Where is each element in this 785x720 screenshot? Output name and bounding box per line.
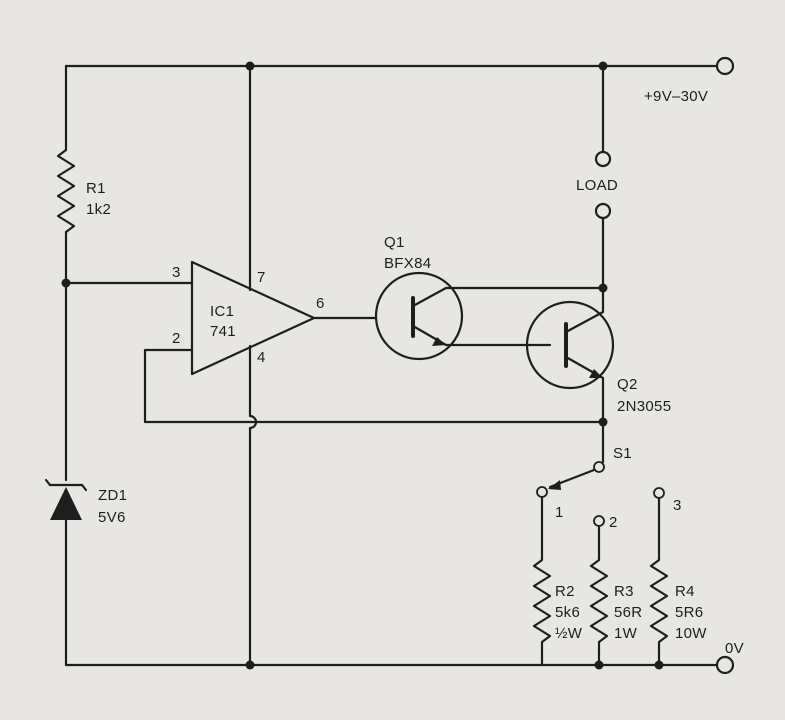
ground-rail: [64, 655, 735, 675]
r2-rating: ½W: [555, 625, 583, 642]
r4-name: R4: [675, 583, 695, 600]
r4-rating: 10W: [675, 625, 707, 642]
s1-pos3: 3: [673, 497, 682, 514]
q1-name: Q1: [384, 234, 405, 251]
zd1-value: 5V6: [98, 509, 126, 526]
load-terminal-bottom[interactable]: [594, 202, 612, 220]
s1-pos1: 1: [555, 504, 564, 521]
s1-contact-2[interactable]: [593, 515, 605, 527]
r4-value: 5R6: [675, 604, 703, 621]
ic1-pin3: 3: [172, 264, 181, 281]
resistor-r4: R4 5R6 10W: [649, 496, 707, 667]
r1-name: R1: [86, 180, 106, 197]
load: LOAD: [576, 64, 618, 290]
ground-terminal[interactable]: [715, 655, 735, 675]
r3-name: R3: [614, 583, 634, 600]
ic1-part: 741: [210, 323, 236, 340]
s1-common[interactable]: [593, 461, 605, 473]
ic1-pin7: 7: [257, 269, 266, 286]
ic1-name: IC1: [210, 303, 234, 320]
resistor-r1: R1 1k2: [56, 148, 111, 482]
s1-name: S1: [613, 445, 632, 462]
zd1-name: ZD1: [98, 487, 127, 504]
r2-value: 5k6: [555, 604, 580, 621]
s1-pos2: 2: [609, 514, 618, 531]
r1-value: 1k2: [86, 201, 111, 218]
load-terminal-top[interactable]: [594, 150, 612, 168]
q2-part: 2N3055: [617, 398, 671, 415]
transistor-q2: Q2 2N3055: [525, 283, 671, 427]
load-label: LOAD: [576, 177, 618, 194]
r3-rating: 1W: [614, 625, 638, 642]
ground-label: 0V: [725, 640, 744, 657]
resistor-r2: R2 5k6 ½W: [532, 495, 583, 667]
s1-contact-3[interactable]: [653, 487, 665, 499]
ic1-pin2: 2: [172, 330, 181, 347]
opamp-ic1: IC1 741 3 2 7 4 6: [64, 64, 605, 667]
transistor-q1: Q1 BFX84: [374, 234, 605, 361]
q1-part: BFX84: [384, 255, 431, 272]
r3-value: 56R: [614, 604, 642, 621]
s1-contact-1[interactable]: [536, 486, 548, 498]
positive-terminal[interactable]: [715, 56, 735, 76]
r2-name: R2: [555, 583, 575, 600]
zener-zd1: ZD1 5V6: [44, 478, 127, 667]
positive-supply-label: +9V–30V: [644, 88, 708, 105]
switch-s1: S1 1 2 3: [536, 420, 682, 531]
resistor-r3: R3 56R 1W: [589, 524, 642, 667]
q2-name: Q2: [617, 376, 638, 393]
ic1-pin4: 4: [257, 349, 266, 366]
ic1-pin6: 6: [316, 295, 325, 312]
positive-rail: [64, 56, 735, 152]
